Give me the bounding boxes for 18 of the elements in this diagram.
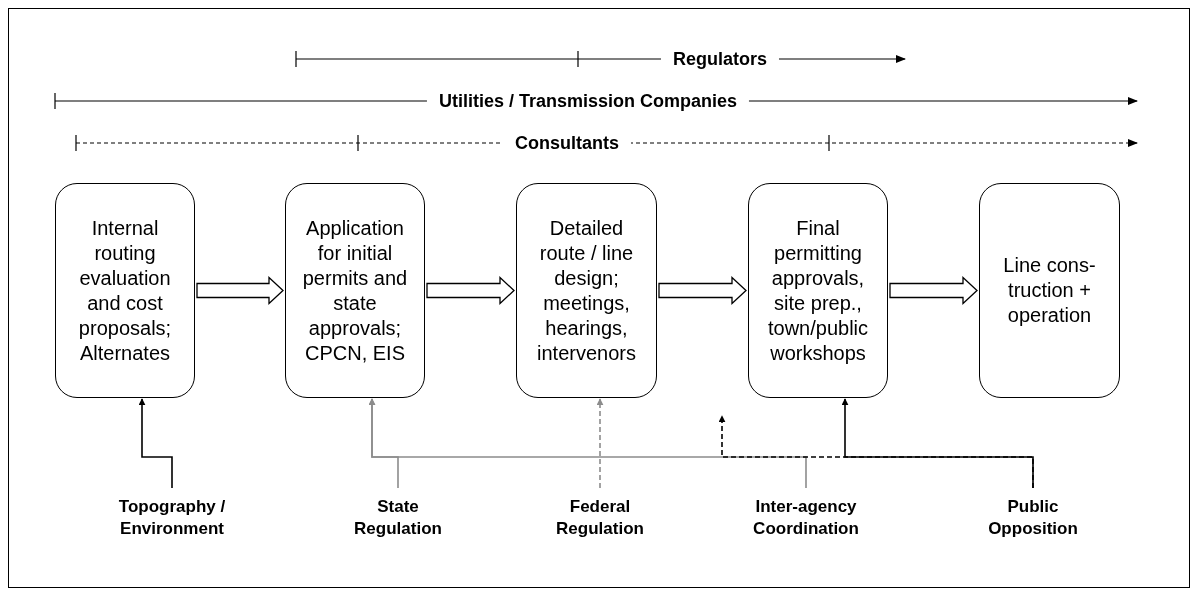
arrow (368, 398, 807, 489)
factor-label: Inter-agency Coordination (726, 488, 886, 548)
arrow (718, 415, 1034, 489)
arrow (596, 398, 604, 489)
block-arrow (426, 276, 515, 305)
factor-label: State Regulation (333, 488, 463, 548)
process-box: Line cons- truction + operation (979, 183, 1120, 398)
process-box: Final permitting approvals, site prep., town/public workshops (748, 183, 888, 398)
process-box: Detailed route / line design; meetings, hearings, intervenors (516, 183, 657, 398)
process-box: Application for initial permits and state approvals; CPCN, EIS (285, 183, 425, 398)
block-arrow (889, 276, 978, 305)
block-arrow (196, 276, 284, 305)
arrow (138, 398, 173, 489)
factor-label: Public Opposition (968, 488, 1098, 548)
process-box: Internal routing evaluation and cost proposals; Alternates (55, 183, 195, 398)
block-arrow (658, 276, 747, 305)
factor-label: Federal Regulation (530, 488, 670, 548)
factor-label: Topography / Environment (97, 488, 247, 548)
